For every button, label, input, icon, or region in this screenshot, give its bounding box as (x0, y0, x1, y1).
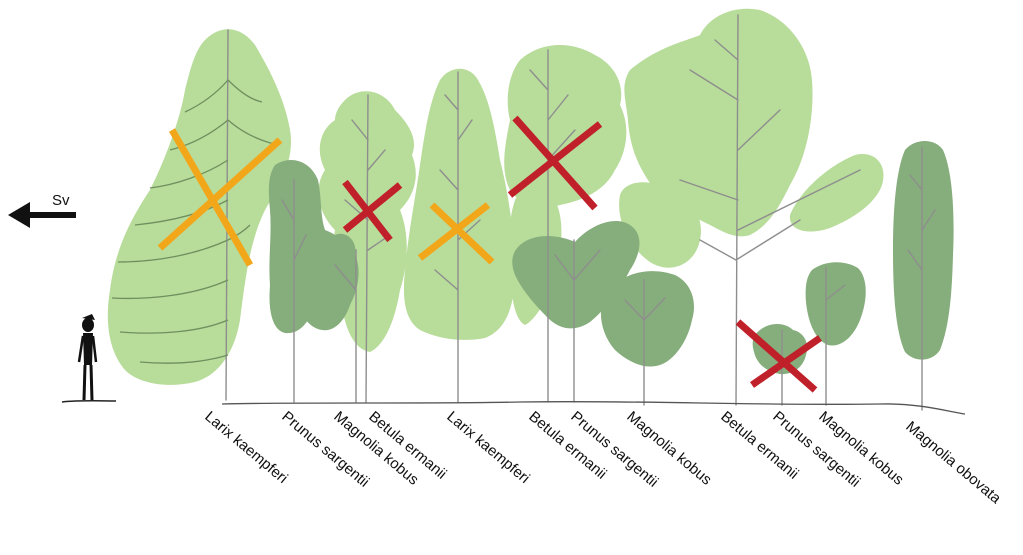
crown-larix-kaempferi-1 (107, 29, 291, 385)
trunk-betula-ermanii-1 (344, 94, 391, 403)
crown-betula-ermanii-3-branch-left (619, 182, 701, 268)
label-magnolia-obovata: Magnolia obovata (902, 418, 1004, 508)
trunk-betula-ermanii-3 (679, 14, 861, 406)
cross-red-betula-ermanii-2 (507, 115, 603, 211)
crown-magnolia-kobus-2 (600, 271, 695, 367)
trunk-magnolia-kobus-2 (624, 279, 666, 406)
larix-leaf-veins (111, 79, 279, 364)
trunk-larix-kaempferi-1 (225, 29, 229, 401)
trunk-magnolia-kobus-3 (825, 267, 846, 406)
tree-trunks (225, 14, 936, 411)
label-larix-kaempferi-2: Larix kaempferi (443, 408, 532, 487)
tree-crowns (107, 8, 954, 385)
cross-orange-larix-kaempferi-2 (417, 202, 495, 265)
crown-prunus-sargentii-3 (752, 324, 808, 375)
arrow-left-icon (8, 202, 76, 228)
crown-magnolia-obovata (893, 141, 954, 360)
trunk-prunus-sargentii-1 (281, 179, 307, 403)
crown-betula-ermanii-2 (504, 44, 627, 207)
label-larix-kaempferi-1: Larix kaempferi (201, 408, 290, 487)
trunk-magnolia-obovata (907, 147, 936, 411)
crown-betula-ermanii-3-branch-right (789, 154, 884, 232)
cross-marks (157, 115, 822, 393)
trunk-betula-ermanii-2 (529, 49, 576, 403)
label-prunus-sargentii-1: Prunus sargentii (278, 408, 372, 491)
direction-indicator: Sv (8, 192, 76, 228)
crown-magnolia-kobus-3 (805, 262, 866, 346)
cross-orange-larix-kaempferi-1 (157, 128, 283, 267)
crown-magnolia-kobus-1 (293, 228, 359, 331)
cross-red-prunus-sargentii-3 (735, 319, 822, 393)
person-scale-icon (77, 314, 98, 401)
cross-red-betula-ermanii-1 (342, 179, 403, 243)
ground-line (221, 400, 966, 415)
crown-betula-ermanii-3 (624, 8, 813, 237)
trunk-larix-kaempferi-2 (434, 71, 481, 403)
direction-label: Sv (52, 192, 70, 209)
species-labels: Larix kaempferi Prunus sargentii Magnoli… (201, 408, 1004, 508)
trunk-magnolia-kobus-1 (334, 249, 357, 403)
crown-larix-kaempferi-2 (403, 68, 515, 340)
trunk-prunus-sargentii-2 (554, 239, 601, 403)
ground-line-person (61, 400, 117, 403)
